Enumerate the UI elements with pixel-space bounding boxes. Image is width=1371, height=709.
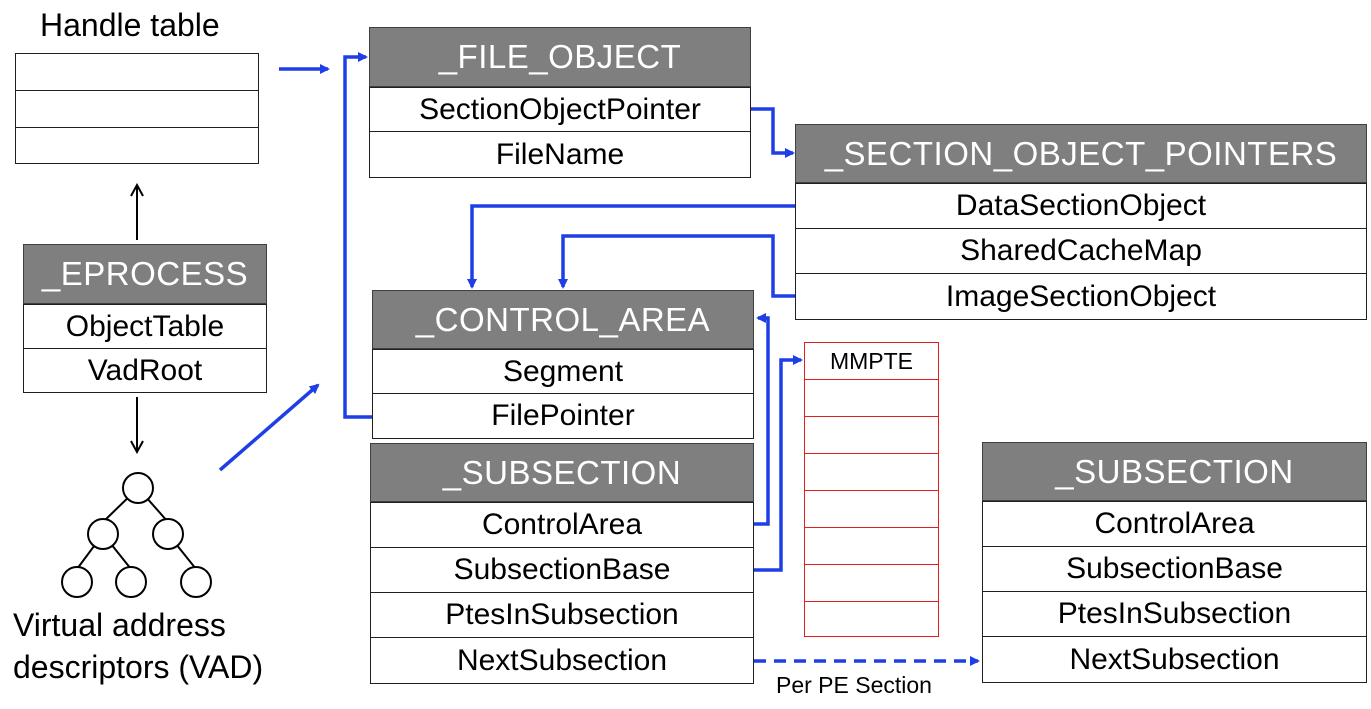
subsection-1-field-subsectionbase: SubsectionBase <box>370 547 754 593</box>
control-area-field-segment: Segment <box>372 349 754 394</box>
eprocess-field-vadroot: VadRoot <box>23 348 267 393</box>
subsection-2-field-nextsubsection: NextSubsection <box>982 636 1367 683</box>
subsection-1-field-controlarea: ControlArea <box>370 502 754 548</box>
subsection-1-header: _SUBSECTION <box>370 443 754 502</box>
arrow-controlarea-to-control-area <box>754 313 770 526</box>
subsection-1-field-ptesinsubsection: PtesInSubsection <box>370 592 754 638</box>
arrow-imagesection-to-control-area <box>558 234 795 298</box>
mmpte-entry <box>804 601 939 637</box>
sop-field-sharedcachemap: SharedCacheMap <box>795 228 1367 274</box>
control-area-header: _CONTROL_AREA <box>372 290 754 349</box>
arrow-vad-to-control-area <box>218 383 320 472</box>
file-object-field-sectionobjectpointer: SectionObjectPointer <box>369 87 751 132</box>
per-pe-section-label: Per PE Section <box>776 672 932 698</box>
vad-tree-icon <box>61 472 212 598</box>
subsection-2-field-ptesinsubsection: PtesInSubsection <box>982 591 1367 637</box>
vad-label-line2: descriptors (VAD) <box>13 649 264 685</box>
handle-table-row <box>15 53 259 91</box>
handle-table-row <box>15 127 259 164</box>
arrow-datasection-to-control-area <box>467 204 795 289</box>
subsection-2-field-subsectionbase: SubsectionBase <box>982 546 1367 592</box>
control-area-field-filepointer: FilePointer <box>372 393 754 439</box>
file-object-header: _FILE_OBJECT <box>369 27 751 87</box>
mmpte-entry <box>804 379 939 417</box>
subsection-2-header: _SUBSECTION <box>982 442 1367 501</box>
file-object-field-filename: FileName <box>369 131 751 178</box>
eprocess-field-objecttable: ObjectTable <box>23 304 267 349</box>
mmpte-entry <box>804 453 939 491</box>
arrow-sop-to-section-object-pointers <box>751 107 795 158</box>
section-object-pointers-header: _SECTION_OBJECT_POINTERS <box>795 124 1367 183</box>
mmpte-header: MMPTE <box>804 342 939 380</box>
handle-table-title: Handle table <box>40 7 220 43</box>
arrow-subsectionbase-to-mmpte <box>754 355 803 572</box>
mmpte-entry <box>804 527 939 565</box>
subsection-1-field-nextsubsection: NextSubsection <box>370 637 754 684</box>
vad-label-line1: Virtual address <box>13 607 226 643</box>
eprocess-header: _EPROCESS <box>23 244 267 304</box>
subsection-2-field-controlarea: ControlArea <box>982 501 1367 547</box>
arrow-filepointer-to-file-object <box>343 52 372 419</box>
sop-field-imagesectionobject: ImageSectionObject <box>795 273 1367 320</box>
